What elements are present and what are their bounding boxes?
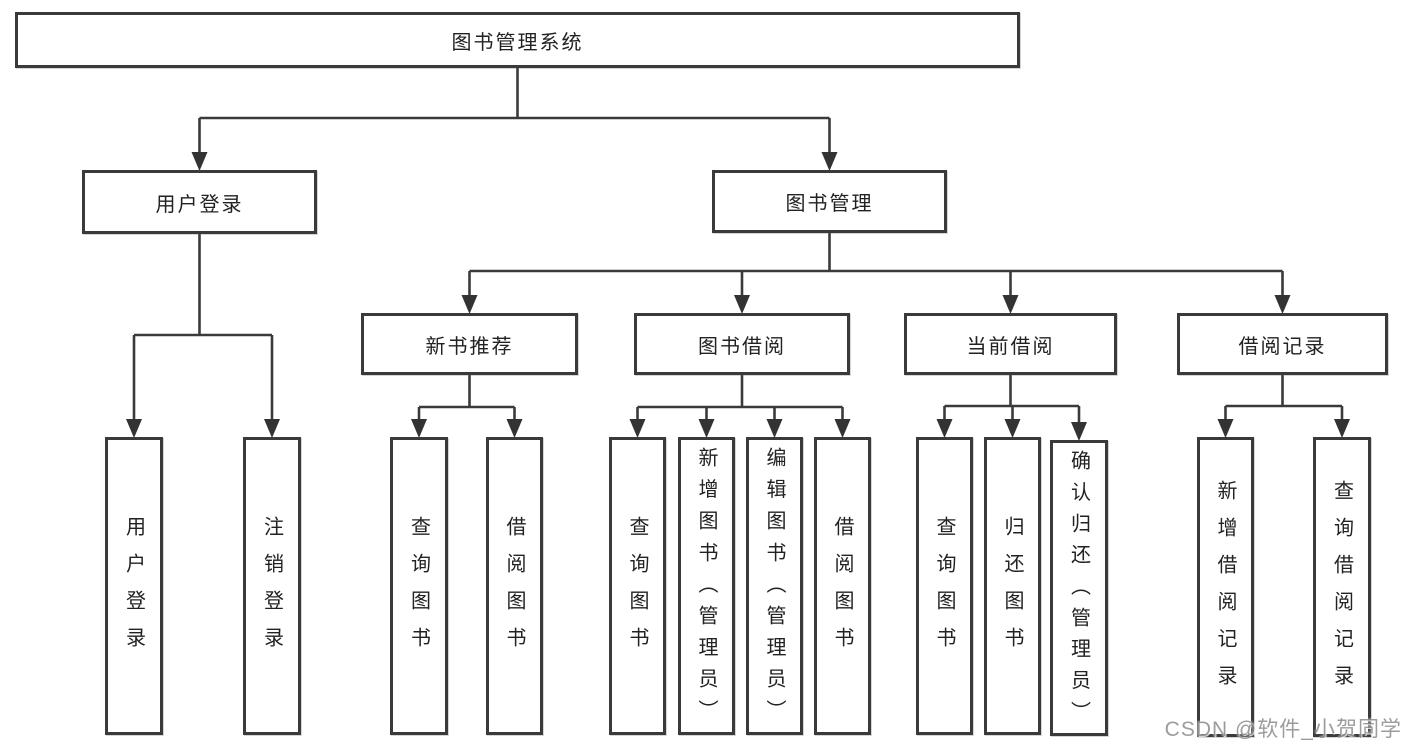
node-label: 查询借阅记录 xyxy=(1330,480,1353,703)
node-label: 借阅图书 xyxy=(831,516,853,665)
node-label: 图书管理系统 xyxy=(451,31,584,54)
node-label: 确认归还（管理员） xyxy=(1067,449,1090,732)
node-label: 借阅记录 xyxy=(1238,335,1327,358)
node-leaf-add-book: 新增图书（管理员） xyxy=(678,437,735,735)
node-book-mgmt: 图书管理 xyxy=(712,170,947,233)
node-label: 编辑图书（管理员） xyxy=(763,446,785,731)
node-label: 注销登录 xyxy=(260,516,283,665)
node-label: 归还图书 xyxy=(1001,516,1023,665)
node-leaf-borrow-book-2: 借阅图书 xyxy=(814,437,871,735)
node-leaf-user-login: 用户登录 xyxy=(105,437,163,735)
node-leaf-return-book: 归还图书 xyxy=(984,437,1041,735)
node-user-login: 用户登录 xyxy=(82,170,317,234)
node-label: 图书管理 xyxy=(785,193,874,215)
node-label: 用户登录 xyxy=(122,516,145,665)
node-leaf-logout: 注销登录 xyxy=(243,437,301,735)
node-current-borrow: 当前借阅 xyxy=(904,313,1117,375)
node-leaf-query-book-2: 查询图书 xyxy=(609,437,666,735)
node-label: 新增借阅记录 xyxy=(1214,480,1236,703)
node-label: 查询图书 xyxy=(933,516,955,665)
node-label: 查询图书 xyxy=(407,516,430,665)
node-new-book-rec: 新书推荐 xyxy=(361,313,578,375)
node-book-borrow: 图书借阅 xyxy=(634,313,850,375)
node-root: 图书管理系统 xyxy=(15,12,1020,68)
node-leaf-add-record: 新增借阅记录 xyxy=(1197,437,1254,737)
node-borrow-record: 借阅记录 xyxy=(1177,313,1388,375)
node-leaf-query-book-3: 查询图书 xyxy=(916,437,973,735)
node-label: 当前借阅 xyxy=(966,335,1055,358)
node-label: 新增图书（管理员） xyxy=(695,446,717,731)
node-label: 图书借阅 xyxy=(698,335,786,358)
node-label: 用户登录 xyxy=(155,193,244,216)
node-leaf-query-record: 查询借阅记录 xyxy=(1313,437,1371,737)
node-label: 查询图书 xyxy=(626,516,648,665)
node-leaf-borrow-book-1: 借阅图书 xyxy=(486,437,543,735)
node-label: 新书推荐 xyxy=(425,335,514,358)
watermark: CSDN @软件_小贺同学 xyxy=(1164,718,1402,741)
node-leaf-confirm-return: 确认归还（管理员） xyxy=(1050,440,1108,736)
node-label: 借阅图书 xyxy=(503,516,525,665)
node-leaf-edit-book: 编辑图书（管理员） xyxy=(746,437,803,735)
node-leaf-query-book-1: 查询图书 xyxy=(390,437,448,735)
